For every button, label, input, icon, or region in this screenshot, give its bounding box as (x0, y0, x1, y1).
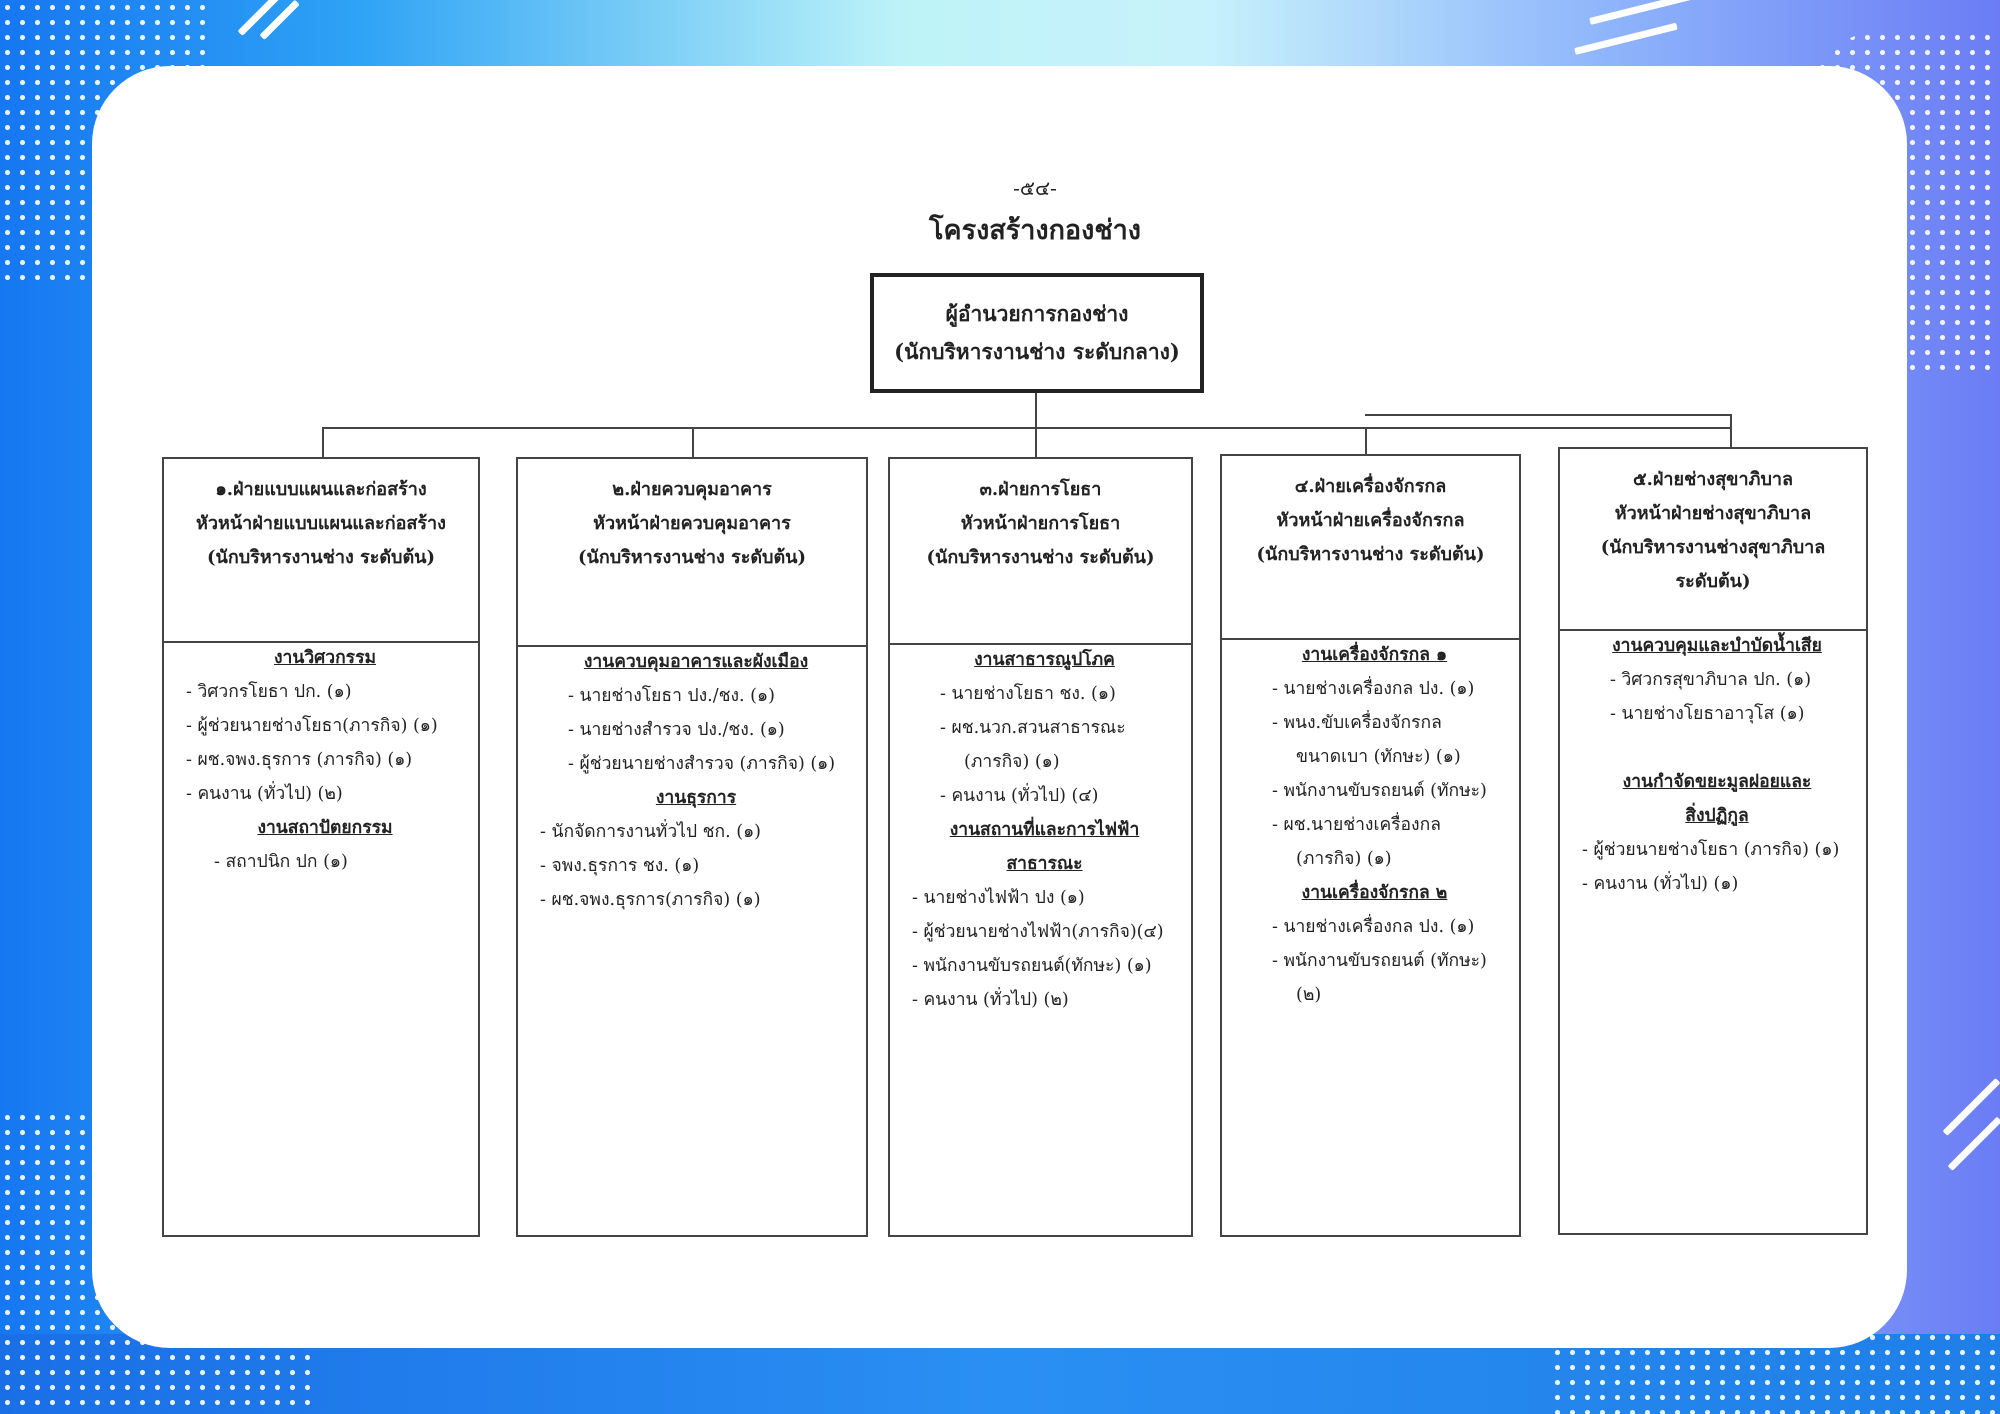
staff-position: - คนงาน (ทั่วไป) (๒) (186, 784, 343, 804)
director-title: ผู้อำนวยการกองช่าง (945, 301, 1129, 326)
connector-horizontal (322, 427, 1732, 429)
staff-position: - พนง.ขับเครื่องจักรกล (1272, 713, 1442, 733)
department-header-line: ๑.ฝ่ายแบบแผนและก่อสร้าง (215, 479, 427, 500)
connector-drop-3 (1035, 427, 1037, 457)
department-staff-list: งานวิศวกรรม - วิศวกรโยธา ปก. (๑) - ผู้ช่วย… (164, 627, 478, 1235)
department-header: ๑.ฝ่ายแบบแผนและก่อสร้างหัวหน้าฝ่ายแบบแผน… (164, 459, 478, 643)
department-header-line: (นักบริหารงานช่าง ระดับต้น) (1256, 544, 1485, 565)
connector-right-rise (1365, 414, 1732, 416)
department-header-line: หัวหน้าฝ่ายช่างสุขาภิบาล (1614, 503, 1812, 524)
department-header-line: (นักบริหารงานช่าง ระดับต้น) (578, 547, 806, 568)
department-header-line: ๒.ฝ่ายควบคุมอาคาร (612, 479, 772, 500)
staff-position: - นายช่างไฟฟ้า ปง (๑) (912, 888, 1085, 908)
department-box-5: ๕.ฝ่ายช่างสุขาภิบาลหัวหน้าฝ่ายช่างสุขาภิ… (1558, 447, 1868, 1235)
staff-position: - นายช่างโยธาอาวุโส (๑) (1610, 704, 1805, 724)
department-header-line: หัวหน้าฝ่ายควบคุมอาคาร (593, 513, 791, 534)
department-header-line: หัวหน้าฝ่ายการโยธา (960, 513, 1121, 534)
staff-position: - นายช่างโยธา ปง./ชง. (๑) (568, 686, 775, 706)
chart-title: โครงสร้างกองช่าง (929, 215, 1141, 246)
connector-drop-2 (692, 427, 694, 457)
connector-drop-5 (1730, 414, 1732, 447)
document-card (92, 66, 1907, 1348)
department-header: ๒.ฝ่ายควบคุมอาคารหัวหน้าฝ่ายควบคุมอาคาร (… (518, 459, 866, 647)
staff-position: - นายช่างเครื่องกล ปง. (๑) (1272, 917, 1475, 937)
staff-position: - ผช.จพง.ธุรการ (ภารกิจ) (๑) (186, 750, 413, 770)
staff-position: - วิศวกรโยธา ปก. (๑) (186, 682, 352, 702)
staff-position: - นายช่างเครื่องกล ปง. (๑) (1272, 679, 1475, 699)
spacer (1582, 731, 1852, 765)
staff-position: (ภารกิจ) (๑) (1296, 849, 1392, 869)
department-staff-list: งานควบคุมและบำบัดน้ำเสีย - วิศวกรสุขาภิบา… (1560, 615, 1866, 1233)
section-heading: งานควบคุมและบำบัดน้ำเสีย (1612, 636, 1822, 656)
staff-position: - นักจัดการงานทั่วไป ชก. (๑) (540, 822, 762, 842)
staff-position: (๒) (1296, 985, 1322, 1005)
page-number: -๕๔- (1013, 176, 1057, 200)
section-heading: งานสาธารณูปโภค (974, 650, 1115, 670)
director-box: ผู้อำนวยการกองช่าง (นักบริหารงานช่าง ระด… (870, 273, 1204, 393)
department-header: ๓.ฝ่ายการโยธาหัวหน้าฝ่ายการโยธา (นักบริหา… (890, 459, 1191, 645)
staff-position: - นายช่างโยธา ชง. (๑) (940, 684, 1116, 704)
section-heading: งานสถานที่และการไฟฟ้า (949, 820, 1140, 840)
staff-position: - สถาปนิก ปก (๑) (214, 852, 348, 872)
section-heading: งานกำจัดขยะมูลฝอยและ (1622, 772, 1812, 792)
staff-position: - นายช่างสำรวจ ปง./ชง. (๑) (568, 720, 785, 740)
staff-position: - คนงาน (ทั่วไป) (๑) (1582, 874, 1739, 894)
staff-position: - ผู้ช่วยนายช่างสำรวจ (ภารกิจ) (๑) (568, 754, 836, 774)
staff-position: - พนักงานขับรถยนต์(ทักษะ) (๑) (912, 956, 1152, 976)
director-level: (นักบริหารงานช่าง ระดับกลาง) (894, 339, 1180, 364)
staff-position: - พนักงานขับรถยนต์ (ทักษะ) (1272, 781, 1487, 801)
section-heading: งานเครื่องจักรกล ๑ (1301, 645, 1448, 665)
section-heading: งานสถาปัตยกรรม (257, 818, 393, 838)
staff-position: - ผช.จพง.ธุรการ(ภารกิจ) (๑) (540, 890, 761, 910)
department-header-line: ๓.ฝ่ายการโยธา (979, 479, 1102, 500)
department-header: ๕.ฝ่ายช่างสุขาภิบาลหัวหน้าฝ่ายช่างสุขาภิ… (1560, 449, 1866, 631)
department-box-2: ๒.ฝ่ายควบคุมอาคารหัวหน้าฝ่ายควบคุมอาคาร (… (516, 457, 868, 1237)
department-staff-list: งานสาธารณูปโภค - นายช่างโยธา ชง. (๑) - ผช.… (890, 629, 1191, 1235)
staff-position: - ผู้ช่วยนายช่างโยธา (ภารกิจ) (๑) (1582, 840, 1840, 860)
department-header-line: ๕.ฝ่ายช่างสุขาภิบาล (1632, 469, 1794, 490)
connector-drop-1 (322, 427, 324, 457)
staff-position: - ผช.นวก.สวนสาธารณะ (940, 718, 1126, 738)
department-header-line: (นักบริหารงานช่าง ระดับต้น) (207, 547, 435, 568)
section-heading: งานวิศวกรรม (273, 648, 377, 668)
section-heading: สาธารณะ (1006, 854, 1083, 874)
staff-position: - วิศวกรสุขาภิบาล ปก. (๑) (1610, 670, 1812, 690)
staff-position: - คนงาน (ทั่วไป) (๔) (940, 786, 1099, 806)
staff-position: (ภารกิจ) (๑) (964, 752, 1060, 772)
section-heading: สิ่งปฏิกูล (1685, 806, 1749, 826)
staff-position: - พนักงานขับรถยนต์ (ทักษะ) (1272, 951, 1487, 971)
department-header-line: (นักบริหารงานช่าง ระดับต้น) (926, 547, 1155, 568)
staff-position: - ผู้ช่วยนายช่างไฟฟ้า(ภารกิจ)(๔) (912, 922, 1164, 942)
department-header: ๔.ฝ่ายเครื่องจักรกลหัวหน้าฝ่ายเครื่องจัก… (1222, 456, 1519, 640)
staff-position: - จพง.ธุรการ ชง. (๑) (540, 856, 700, 876)
section-heading: งานธุรการ (655, 788, 737, 808)
staff-position: - ผช.นายช่างเครื่องกล (1272, 815, 1441, 835)
department-box-4: ๔.ฝ่ายเครื่องจักรกลหัวหน้าฝ่ายเครื่องจัก… (1220, 454, 1521, 1237)
connector-drop-4 (1365, 427, 1367, 454)
department-header-line: (นักบริหารงานช่างสุขาภิบาล (1600, 537, 1826, 558)
department-box-1: ๑.ฝ่ายแบบแผนและก่อสร้างหัวหน้าฝ่ายแบบแผน… (162, 457, 480, 1237)
section-heading: งานเครื่องจักรกล ๒ (1301, 883, 1448, 903)
staff-position: ขนาดเบา (ทักษะ) (๑) (1296, 747, 1461, 767)
connector-vertical-main (1035, 393, 1037, 428)
department-header-line: หัวหน้าฝ่ายแบบแผนและก่อสร้าง (196, 513, 446, 534)
department-box-3: ๓.ฝ่ายการโยธาหัวหน้าฝ่ายการโยธา (นักบริหา… (888, 457, 1193, 1237)
department-header-line: ระดับต้น) (1675, 571, 1751, 592)
department-staff-list: งานเครื่องจักรกล ๑ - นายช่างเครื่องกล ปง.… (1222, 624, 1519, 1235)
department-staff-list: งานควบคุมอาคารและผังเมือง - นายช่างโยธา ป… (518, 631, 866, 1235)
staff-position: - ผู้ช่วยนายช่างโยธา(ภารกิจ) (๑) (186, 716, 438, 736)
department-header-line: ๔.ฝ่ายเครื่องจักรกล (1294, 476, 1447, 497)
department-header-line: หัวหน้าฝ่ายเครื่องจักรกล (1276, 510, 1465, 531)
section-heading: งานควบคุมอาคารและผังเมือง (583, 652, 809, 672)
staff-position: - คนงาน (ทั่วไป) (๒) (912, 990, 1069, 1010)
